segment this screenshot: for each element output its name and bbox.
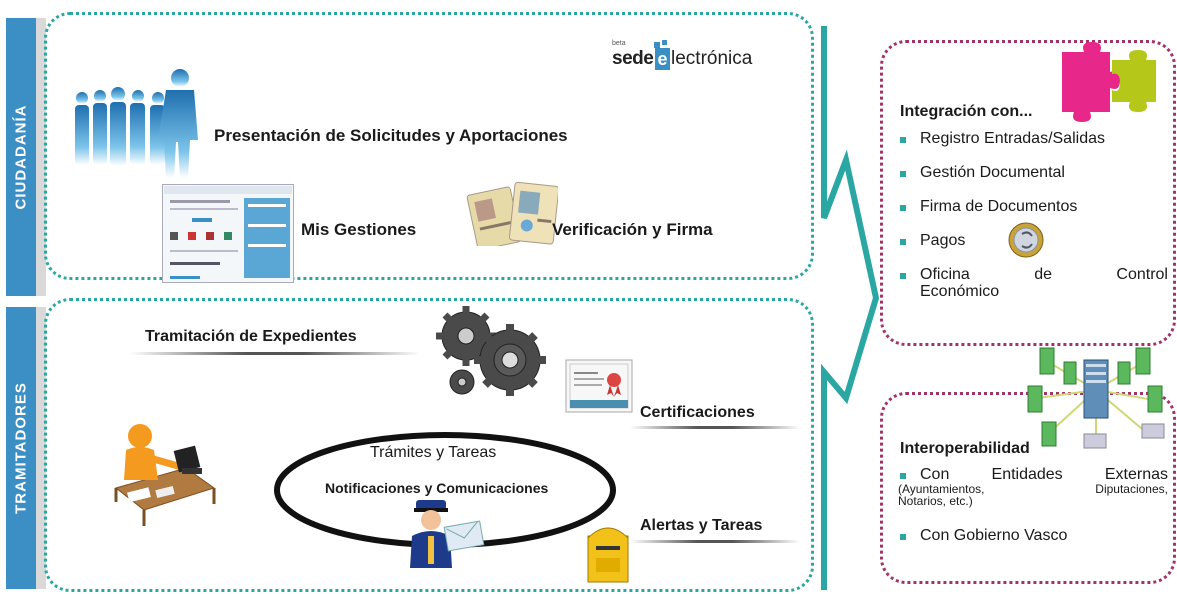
oficina-line2: Económico [920,283,1000,300]
entidades-sub-word: (Ayuntamientos, [898,482,985,496]
people-silhouette-icon [75,69,198,178]
list-item: Gestión Documental [898,164,1168,182]
id-cards-icon [466,181,558,246]
zigzag-arrow [821,26,880,590]
tramites-tareas: Trámites y Tareas [370,444,497,461]
list-item: Registro Entradas/Salidas [898,130,1168,148]
sede-electronica-logo: beta sede e lectrónica [612,40,752,76]
list-item: Pagos [898,232,1168,250]
gears-icon [436,306,546,396]
ciudadania-panel [44,12,814,280]
presentacion-solicitudes: Presentación de Solicitudes y Aportacion… [214,126,568,145]
underline [630,540,800,543]
list-item: Con Gobierno Vasco [898,527,1168,545]
interoperabilidad-title: Interoperabilidad [900,440,1030,457]
logo-sede: sede [612,48,654,69]
integracion-list: Registro Entradas/Salidas Gestión Docume… [898,130,1168,300]
notificaciones-comunicaciones: Notificaciones y Comunicaciones [325,480,549,496]
postman-icon [410,500,485,568]
tramitadores-label: TRAMITADORES [12,382,30,514]
mis-gestiones: Mis Gestiones [301,220,417,239]
worker-desk-icon [114,424,216,526]
underline [130,352,420,355]
logo-square [662,40,667,45]
underline [630,426,800,429]
ciudadania-label: CIUDADANÍA [12,104,30,210]
entidades-sub-word: Diputaciones, [1095,482,1168,496]
integracion-title: Integración con... [900,103,1033,120]
euro-coin-icon [1008,222,1044,258]
ciudadania-sidebar: CIUDADANÍA [6,18,36,296]
logo-electronica: lectrónica [671,48,753,69]
tramitacion-expedientes: Tramitación de Expedientes [145,328,357,345]
entidades-sub-line2: Notarios, etc.) [898,494,973,508]
certificaciones: Certificaciones [640,404,755,421]
verificacion-firma: Verificación y Firma [552,220,713,239]
sidebar-shade [36,18,46,296]
logo-e: e [655,48,670,70]
sidebar-shade [36,307,46,589]
puzzle-icon [1062,42,1156,122]
entidades-word: Con [920,466,950,483]
entidades-word: Entidades [991,466,1063,483]
network-servers-icon [1027,347,1165,449]
logo-square [654,42,660,48]
entidades-word: Externas [1104,466,1168,483]
mailbox-icon [587,527,629,583]
logo-beta: beta [612,40,626,47]
list-item-entidades: Con Entidades Externas (Ayuntamientos, D… [898,466,1168,507]
alertas-tareas: Alertas y Tareas [640,517,763,534]
integracion-panel [880,40,1176,346]
list-item: Firma de Documentos [898,198,1168,216]
tramitadores-panel [44,298,814,592]
oficina-word: de [1034,266,1052,283]
tramitadores-sidebar: TRAMITADORES [6,307,36,589]
certificate-icon [565,359,633,413]
list-item-oficina: Oficina de Control Económico [898,266,1168,300]
oficina-word: Oficina [920,266,970,283]
interoperabilidad-list: Con Entidades Externas (Ayuntamientos, D… [898,466,1168,545]
screenshot-thumbnail-icon [162,184,294,283]
oficina-word: Control [1116,266,1168,283]
